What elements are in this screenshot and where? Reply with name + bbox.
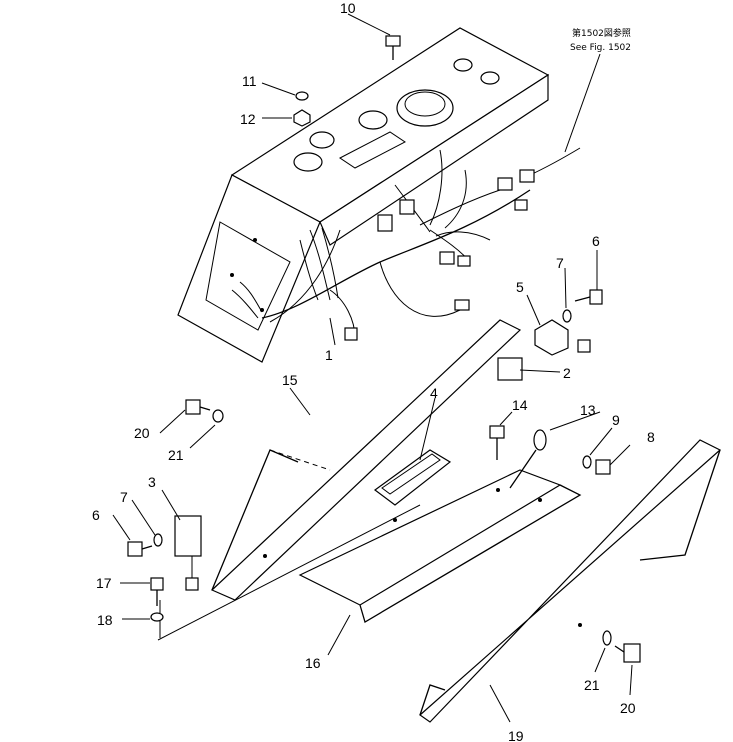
callout-labels: 1 2 3 4 5 6 6 7 7 8 9 10 11 12 13 14 15 … bbox=[92, 0, 655, 742]
callout-1: 1 bbox=[325, 347, 333, 363]
callout-17: 17 bbox=[96, 575, 112, 591]
fasteners bbox=[127, 35, 641, 663]
callout-6-right: 6 bbox=[592, 233, 600, 249]
callout-12: 12 bbox=[240, 111, 256, 127]
callout-18: 18 bbox=[97, 612, 113, 628]
callout-21-upper: 21 bbox=[168, 447, 184, 463]
callout-14: 14 bbox=[512, 397, 528, 413]
callout-13: 13 bbox=[580, 402, 596, 418]
wiring-harness bbox=[231, 147, 581, 341]
callout-21-lower: 21 bbox=[584, 677, 600, 693]
callout-9: 9 bbox=[612, 412, 620, 428]
reference-note-japanese: 第1502図参照 bbox=[572, 27, 631, 39]
callout-20-lower: 20 bbox=[620, 700, 636, 716]
callout-20-upper: 20 bbox=[134, 425, 150, 441]
callout-16: 16 bbox=[305, 655, 321, 671]
callout-2: 2 bbox=[563, 365, 571, 381]
callout-4: 4 bbox=[430, 385, 438, 401]
callout-7-left: 7 bbox=[120, 489, 128, 505]
callout-19: 19 bbox=[508, 728, 524, 742]
callout-15: 15 bbox=[282, 372, 298, 388]
callout-3: 3 bbox=[148, 474, 156, 490]
callout-6-left: 6 bbox=[92, 507, 100, 523]
callout-5: 5 bbox=[516, 279, 524, 295]
leader-lines bbox=[112, 13, 633, 723]
instrument-panel bbox=[177, 27, 550, 363]
reference-note-english: See Fig. 1502 bbox=[570, 43, 631, 53]
callout-8: 8 bbox=[647, 429, 655, 445]
callout-11: 11 bbox=[242, 73, 257, 89]
mounting-bracket bbox=[157, 319, 722, 723]
callout-10: 10 bbox=[340, 0, 356, 16]
callout-7-right: 7 bbox=[556, 255, 564, 271]
